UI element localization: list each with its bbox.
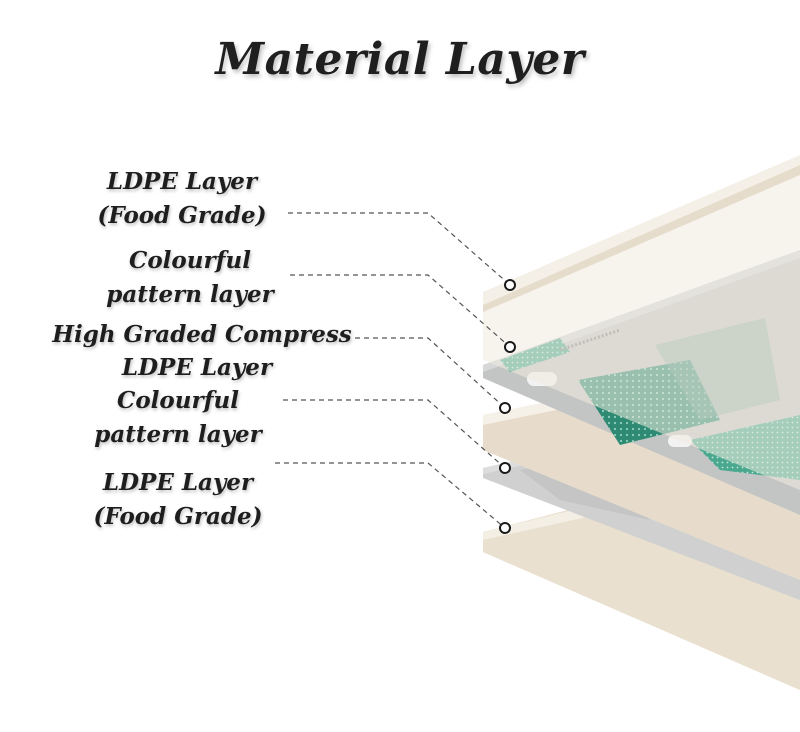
page-title: Material Layer [215,34,585,85]
label-ldpe-bottom-line2: (Food Grade) [93,503,263,530]
marker-ldpe-bottom [499,522,511,534]
label-colour-top-line2: pattern layer [106,281,274,308]
marker-ldpe-top [504,279,516,291]
label-colour-top-line1: Colourful [129,247,251,274]
label-ldpe-bottom-line1: LDPE Layer [102,469,254,496]
leader-line-compress [355,337,506,409]
connector-markers [499,279,516,534]
label-colour-bottom-line1: Colourful [117,387,239,414]
top-ldpe-sheet [483,155,800,490]
marker-colour-bottom [499,462,511,474]
label-ldpe-bottom: LDPE Layer (Food Grade) [78,466,278,534]
label-ldpe-mid-text: LDPE Layer [121,354,273,381]
leader-line-ldpe-bottom [275,462,506,529]
leader-line-colour-bottom [283,399,506,469]
leader-line-colour-top [290,274,511,348]
leader-line-ldpe-top [288,212,511,286]
leader-lines [275,212,511,529]
label-ldpe-top: LDPE Layer (Food Grade) [82,165,282,233]
marker-colour-top [504,341,516,353]
label-colour-top: Colourful pattern layer [95,244,285,312]
marker-compress [499,402,511,414]
label-colour-bottom-line2: pattern layer [94,421,262,448]
label-ldpe-top-line2: (Food Grade) [97,202,267,229]
label-compress-text: High Graded Compress [52,321,352,348]
label-compress: High Graded Compress [52,318,352,352]
label-colour-bottom: Colourful pattern layer [78,384,278,452]
label-ldpe-mid: LDPE Layer [112,351,282,385]
label-ldpe-top-line1: LDPE Layer [106,168,258,195]
